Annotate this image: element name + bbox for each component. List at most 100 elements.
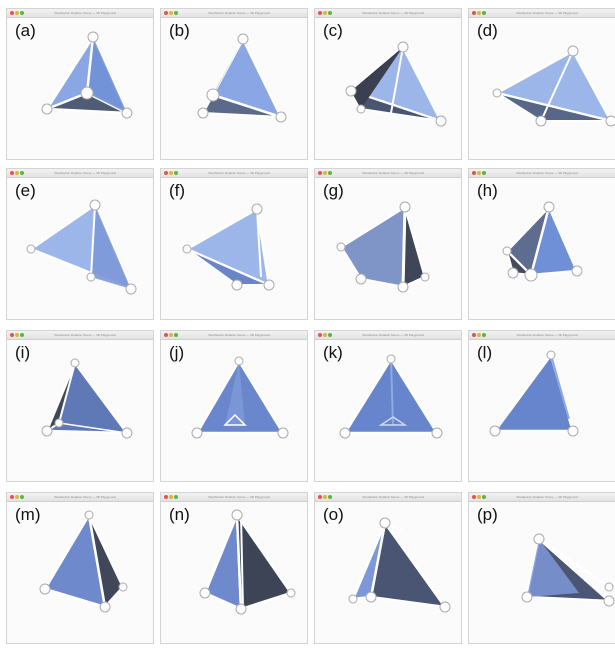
window-titlebar: Tetrahedron Rotation Scene — 3D Playgrou…	[161, 9, 307, 18]
close-icon[interactable]	[318, 171, 322, 175]
close-icon[interactable]	[472, 171, 476, 175]
panel-label: (n)	[169, 505, 190, 524]
minimize-icon[interactable]	[477, 333, 481, 337]
window-title: Tetrahedron Rotation Scene — 3D Playgrou…	[208, 171, 270, 175]
window-title: Tetrahedron Rotation Scene — 3D Playgrou…	[208, 11, 270, 15]
minimize-icon[interactable]	[15, 333, 19, 337]
panel-label: (f)	[169, 181, 186, 200]
panel-label: (b)	[169, 21, 190, 40]
zoom-icon[interactable]	[174, 171, 178, 175]
tetrahedron-render	[26, 199, 137, 295]
window-title: Tetrahedron Rotation Scene — 3D Playgrou…	[208, 333, 270, 337]
window-title: Tetrahedron Rotation Scene — 3D Playgrou…	[208, 495, 270, 499]
window-titlebar: Tetrahedron Rotation Scene — 3D Playgrou…	[7, 9, 153, 18]
minimize-icon[interactable]	[477, 495, 481, 499]
panel-j: Tetrahedron Rotation Scene — 3D Playgrou…	[160, 330, 308, 482]
zoom-icon[interactable]	[482, 11, 486, 15]
tetrahedron-render	[41, 358, 133, 439]
minimize-icon[interactable]	[169, 333, 173, 337]
zoom-icon[interactable]	[20, 171, 24, 175]
minimize-icon[interactable]	[15, 11, 19, 15]
window-titlebar: Tetrahedron Rotation Scene — 3D Playgrou…	[7, 331, 153, 340]
minimize-icon[interactable]	[477, 171, 481, 175]
window-titlebar: Tetrahedron Rotation Scene — 3D Playgrou…	[315, 9, 461, 18]
panel-c: Tetrahedron Rotation Scene — 3D Playgrou…	[314, 8, 462, 160]
zoom-icon[interactable]	[328, 171, 332, 175]
tetrahedron-render	[348, 517, 451, 613]
panel-a: Tetrahedron Rotation Scene — 3D Playgrou…	[6, 8, 154, 160]
minimize-icon[interactable]	[169, 11, 173, 15]
window-title: Tetrahedron Rotation Scene — 3D Playgrou…	[54, 171, 116, 175]
panel-label: (g)	[323, 181, 344, 200]
close-icon[interactable]	[10, 333, 14, 337]
window-titlebar: Tetrahedron Rotation Scene — 3D Playgrou…	[469, 169, 615, 178]
panel-g: Tetrahedron Rotation Scene — 3D Playgrou…	[314, 168, 462, 320]
panel-label: (o)	[323, 505, 344, 524]
close-icon[interactable]	[10, 11, 14, 15]
tetrahedron-render	[502, 201, 583, 282]
tetrahedron-render	[345, 41, 447, 127]
panel-b: Tetrahedron Rotation Scene — 3D Playgrou…	[160, 8, 308, 160]
panel-d: Tetrahedron Rotation Scene — 3D Playgrou…	[468, 8, 615, 160]
panel-o: Tetrahedron Rotation Scene — 3D Playgrou…	[314, 492, 462, 644]
zoom-icon[interactable]	[482, 333, 486, 337]
close-icon[interactable]	[164, 11, 168, 15]
panel-k: Tetrahedron Rotation Scene — 3D Playgrou…	[314, 330, 462, 482]
zoom-icon[interactable]	[174, 495, 178, 499]
window-titlebar: Tetrahedron Rotation Scene — 3D Playgrou…	[315, 169, 461, 178]
minimize-icon[interactable]	[169, 495, 173, 499]
close-icon[interactable]	[164, 495, 168, 499]
minimize-icon[interactable]	[477, 11, 481, 15]
zoom-icon[interactable]	[482, 171, 486, 175]
window-titlebar: Tetrahedron Rotation Scene — 3D Playgrou…	[161, 493, 307, 502]
window-titlebar: Tetrahedron Rotation Scene — 3D Playgrou…	[7, 493, 153, 502]
panel-p: Tetrahedron Rotation Scene — 3D Playgrou…	[468, 492, 615, 644]
zoom-icon[interactable]	[328, 11, 332, 15]
close-icon[interactable]	[10, 171, 14, 175]
window-title: Tetrahedron Rotation Scene — 3D Playgrou…	[362, 333, 424, 337]
close-icon[interactable]	[318, 495, 322, 499]
minimize-icon[interactable]	[169, 171, 173, 175]
panel-l: Tetrahedron Rotation Scene — 3D Playgrou…	[468, 330, 615, 482]
zoom-icon[interactable]	[174, 333, 178, 337]
window-titlebar: Tetrahedron Rotation Scene — 3D Playgrou…	[469, 331, 615, 340]
panel-m: Tetrahedron Rotation Scene — 3D Playgrou…	[6, 492, 154, 644]
close-icon[interactable]	[164, 333, 168, 337]
zoom-icon[interactable]	[20, 495, 24, 499]
panel-label: (l)	[477, 343, 493, 362]
close-icon[interactable]	[318, 11, 322, 15]
window-title: Tetrahedron Rotation Scene — 3D Playgrou…	[516, 333, 578, 337]
tetrahedron-render	[199, 509, 296, 615]
close-icon[interactable]	[318, 333, 322, 337]
zoom-icon[interactable]	[328, 495, 332, 499]
close-icon[interactable]	[164, 171, 168, 175]
zoom-icon[interactable]	[482, 495, 486, 499]
minimize-icon[interactable]	[15, 171, 19, 175]
tetrahedron-render	[41, 31, 133, 119]
zoom-icon[interactable]	[328, 333, 332, 337]
tetrahedron-render	[492, 45, 615, 127]
close-icon[interactable]	[10, 495, 14, 499]
window-titlebar: Tetrahedron Rotation Scene — 3D Playgrou…	[315, 331, 461, 340]
panel-label: (j)	[169, 343, 185, 362]
window-titlebar: Tetrahedron Rotation Scene — 3D Playgrou…	[161, 169, 307, 178]
panel-label: (m)	[15, 505, 41, 524]
window-titlebar: Tetrahedron Rotation Scene — 3D Playgrou…	[7, 169, 153, 178]
zoom-icon[interactable]	[20, 11, 24, 15]
window-titlebar: Tetrahedron Rotation Scene — 3D Playgrou…	[315, 493, 461, 502]
minimize-icon[interactable]	[15, 495, 19, 499]
close-icon[interactable]	[472, 495, 476, 499]
close-icon[interactable]	[472, 333, 476, 337]
tetrahedron-render	[182, 203, 275, 291]
zoom-icon[interactable]	[174, 11, 178, 15]
minimize-icon[interactable]	[323, 333, 327, 337]
panel-f: Tetrahedron Rotation Scene — 3D Playgrou…	[160, 168, 308, 320]
minimize-icon[interactable]	[323, 171, 327, 175]
panel-e: Tetrahedron Rotation Scene — 3D Playgrou…	[6, 168, 154, 320]
minimize-icon[interactable]	[323, 11, 327, 15]
minimize-icon[interactable]	[323, 495, 327, 499]
zoom-icon[interactable]	[20, 333, 24, 337]
window-title: Tetrahedron Rotation Scene — 3D Playgrou…	[54, 11, 116, 15]
close-icon[interactable]	[472, 11, 476, 15]
window-title: Tetrahedron Rotation Scene — 3D Playgrou…	[516, 171, 578, 175]
